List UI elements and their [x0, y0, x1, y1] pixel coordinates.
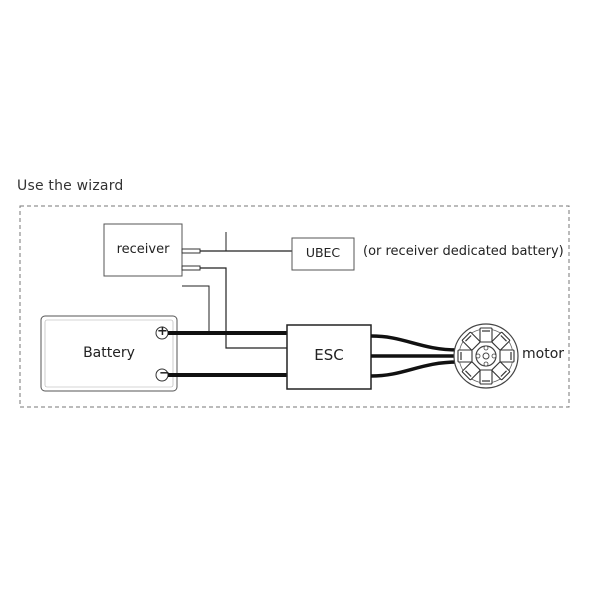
- battery-inner-edge: [44, 319, 174, 388]
- receiver-pin-top: [181, 248, 201, 254]
- ubec-box: [291, 237, 355, 271]
- page-title: Use the wizard: [17, 178, 124, 194]
- wire-receiver-to-esc: [200, 267, 287, 349]
- dashed-frame: [19, 205, 570, 408]
- receiver-label: receiver: [116, 242, 170, 257]
- esc-label: ESC: [314, 346, 344, 364]
- battery-label: Battery: [83, 345, 135, 361]
- motor-label: motor: [522, 346, 565, 362]
- receiver-pin-bottom: [181, 265, 201, 271]
- motor-wire-a: [370, 334, 459, 352]
- battery-box: [40, 315, 178, 392]
- motor-wire-c: [370, 360, 459, 378]
- receiver-box: [103, 223, 183, 277]
- motor-icon: [453, 323, 519, 389]
- wire-lower-stub: [182, 285, 210, 334]
- esc-box: [286, 324, 372, 390]
- battery-minus-label: −: [159, 366, 170, 381]
- ubec-label: UBEC: [305, 245, 341, 260]
- battery-plus-label: +: [157, 324, 168, 339]
- ubec-note-label: (or receiver dedicated battery): [363, 244, 564, 259]
